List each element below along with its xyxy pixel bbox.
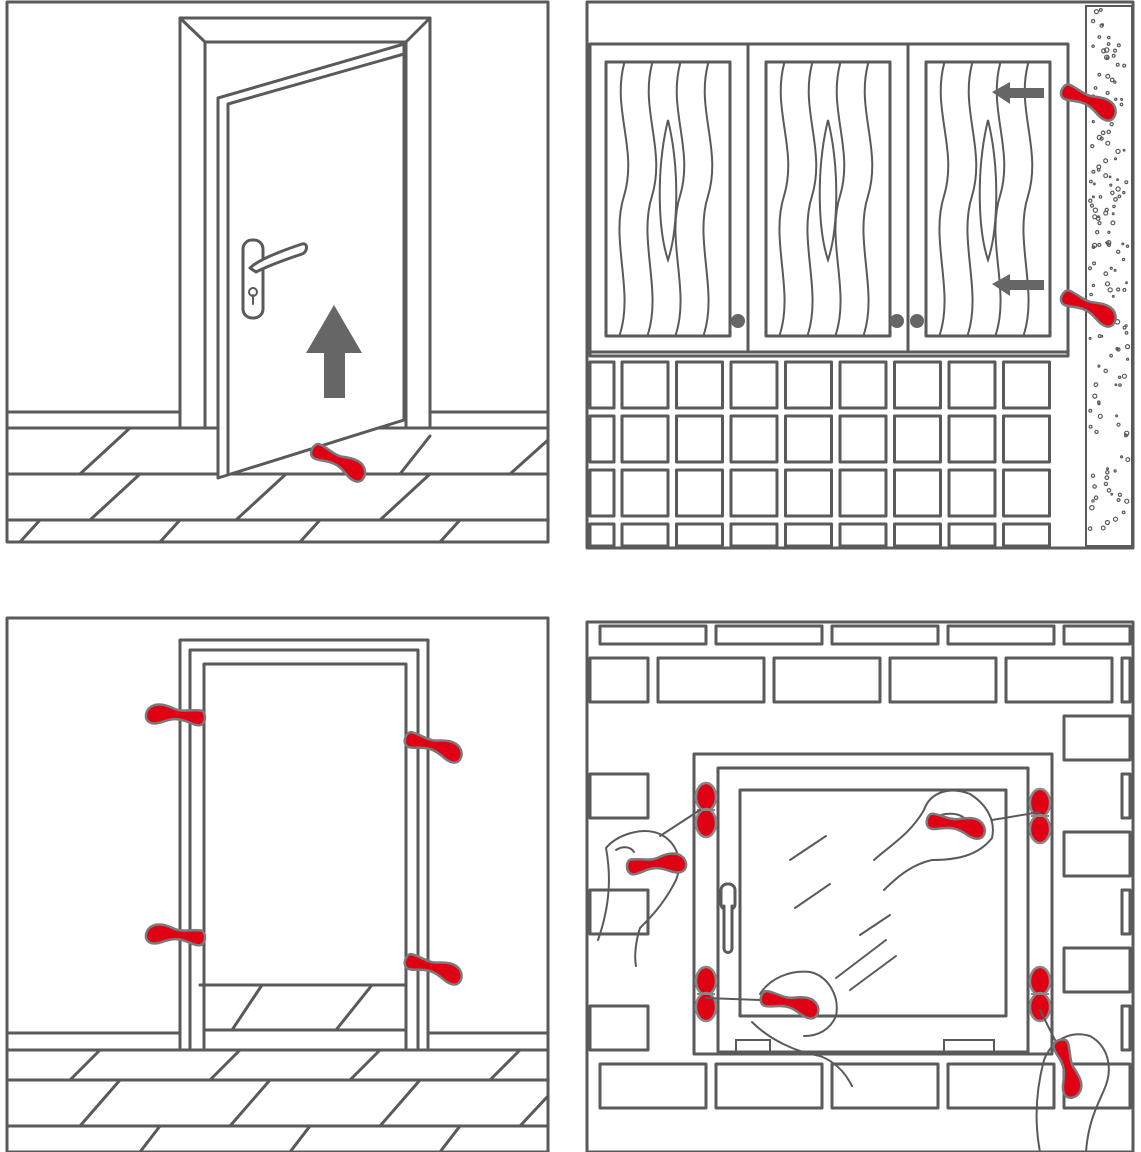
arrow-icon [306,305,362,398]
brick-wall [588,624,1132,1110]
panel-window-brick [585,620,1135,1152]
panel-door-frame [5,616,550,1152]
arrow-icon [992,274,1044,296]
wood-grain [618,63,1034,335]
panel-door-floor [5,0,550,544]
door-wedge [305,441,371,486]
panel-cabinet-wall [585,0,1135,550]
arrow-icon [992,82,1044,104]
panel-border [5,0,550,544]
hand-left-upper [597,809,701,967]
panel-border [5,616,550,1152]
tile-wall [588,360,1051,548]
panel-border [585,620,1135,1152]
hand-lower-center [705,970,853,1087]
